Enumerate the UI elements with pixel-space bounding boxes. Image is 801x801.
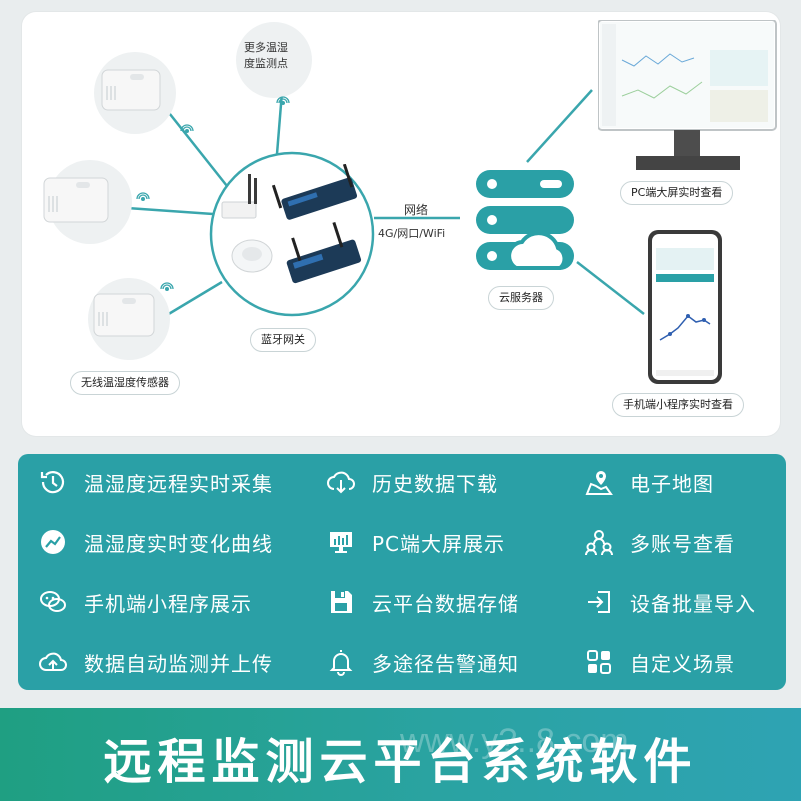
pc-label: PC端大屏实时查看 [620, 181, 734, 205]
history-clock-icon [40, 471, 65, 494]
cloud-download-icon [327, 471, 355, 494]
feature-item: 温湿度远程实时采集 [38, 462, 273, 502]
cloud-server-icon [476, 170, 574, 270]
mobile-phone-icon [648, 230, 722, 384]
gateway-label: 蓝牙网关 [250, 328, 316, 352]
feature-item: 电子地图 [584, 462, 714, 502]
import-icon [588, 591, 610, 613]
cloud-server-label: 云服务器 [488, 286, 554, 310]
system-diagram: 更多温湿 度监测点 无线温湿度传感器 [22, 12, 780, 436]
feature-item: 温湿度实时变化曲线 [38, 522, 273, 562]
custom-grid-icon [587, 650, 611, 674]
line-chart-icon [41, 530, 65, 554]
monitor-icon [330, 532, 352, 553]
map-pin-icon [585, 471, 613, 495]
feature-item: 数据自动监测并上传 [38, 642, 273, 682]
feature-label: 温湿度远程实时采集 [84, 471, 273, 496]
network-sub-label: 4G/网口/WiFi [378, 227, 446, 240]
feature-item: 设备批量导入 [584, 582, 756, 622]
more-points-line2: 度监测点 [244, 57, 288, 70]
wireless-signal-icon [160, 282, 174, 291]
feature-label: 温湿度实时变化曲线 [84, 531, 273, 556]
feature-item: 多账号查看 [584, 522, 735, 562]
feature-item: 多途径告警通知 [326, 642, 519, 682]
feature-item: PC端大屏展示 [326, 522, 505, 562]
mobile-label: 手机端小程序实时查看 [612, 393, 744, 417]
wireless-signal-icon [276, 96, 290, 105]
feature-item: 云平台数据存储 [326, 582, 519, 622]
feature-label: 电子地图 [630, 471, 714, 496]
wireless-signal-icon [136, 192, 150, 201]
more-points-bubble [236, 22, 312, 98]
more-points-line1: 更多温湿 [244, 41, 288, 54]
multi-account-icon [585, 530, 613, 556]
feature-label: 历史数据下载 [372, 471, 498, 496]
alarm-bell-icon [329, 650, 353, 676]
feature-label: 云平台数据存储 [372, 591, 519, 616]
temperature-sensor-icon [43, 177, 109, 223]
feature-label: 自定义场景 [630, 651, 735, 676]
feature-label: 设备批量导入 [630, 591, 756, 616]
temperature-sensor-icon [93, 293, 155, 337]
floppy-disk-icon [331, 591, 352, 613]
feature-label: 手机端小程序展示 [84, 591, 252, 616]
pc-monitor-icon [598, 20, 777, 170]
temperature-sensor-icon [101, 69, 161, 111]
banner-title: 远程监测云平台系统软件 [103, 734, 698, 790]
wireless-signal-icon [180, 124, 194, 133]
feature-item: 手机端小程序展示 [38, 582, 252, 622]
feature-label: 多途径告警通知 [372, 651, 519, 676]
feature-item: 历史数据下载 [326, 462, 498, 502]
feature-panel: 温湿度远程实时采集 温湿度实时变化曲线 手机端小程序展示 数据自动监测并上传 历… [18, 454, 786, 690]
watermark-text: www.y?..8.com [400, 722, 629, 760]
feature-label: 数据自动监测并上传 [84, 651, 273, 676]
network-label: 网络 [404, 203, 429, 217]
title-banner: 远程监测云平台系统软件 www.y?..8.com [0, 708, 801, 801]
cloud-upload-icon [39, 652, 67, 671]
feature-label: 多账号查看 [630, 531, 735, 556]
wechat-icon [40, 591, 66, 612]
feature-item: 自定义场景 [584, 642, 735, 682]
sensor-label: 无线温湿度传感器 [70, 371, 180, 395]
bluetooth-gateway-devices-icon [221, 164, 362, 284]
feature-label: PC端大屏展示 [372, 531, 506, 556]
